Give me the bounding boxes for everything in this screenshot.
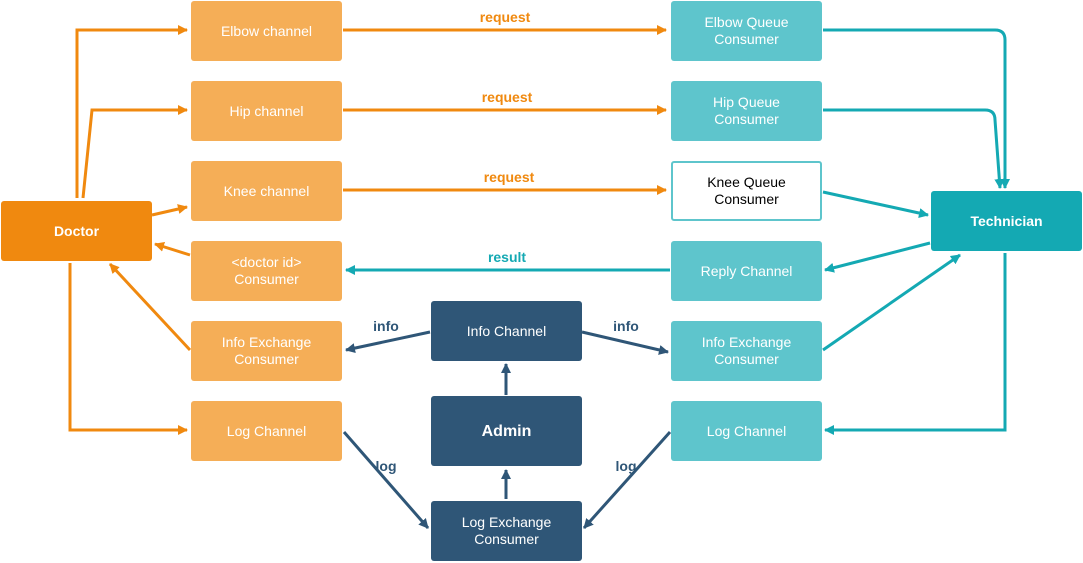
hip-channel-node[interactable]: Hip channel bbox=[191, 81, 342, 141]
arrow-doctor-to-elbow bbox=[75, 25, 188, 198]
elbow-channel-node[interactable]: Elbow channel bbox=[191, 1, 342, 61]
edge-label-request-knee: request bbox=[483, 169, 535, 185]
log-channel-right-node[interactable]: Log Channel bbox=[671, 401, 822, 461]
arrow-info-channel-to-left-consumer bbox=[345, 330, 431, 354]
info-exchange-consumer-left-node[interactable]: Info Exchange Consumer bbox=[191, 321, 342, 381]
edge-label-log-right: log bbox=[615, 458, 637, 474]
arrow-technician-to-reply bbox=[824, 241, 931, 273]
edge-label-info-left: info bbox=[373, 318, 399, 334]
info-exchange-consumer-right-node[interactable]: Info Exchange Consumer bbox=[671, 321, 822, 381]
arrow-consumer-to-doctor bbox=[154, 241, 191, 257]
edge-label-result: result bbox=[487, 249, 527, 265]
arrow-elbow-consumer-to-technician bbox=[823, 28, 1010, 189]
arrow-doctor-to-log bbox=[68, 263, 188, 435]
knee-queue-consumer-node[interactable]: Knee Queue Consumer bbox=[671, 161, 822, 221]
reply-channel-node[interactable]: Reply Channel bbox=[671, 241, 822, 301]
technician-node[interactable]: Technician bbox=[931, 191, 1082, 251]
arrow-knee-consumer-to-technician bbox=[822, 190, 929, 218]
arrow-hip-consumer-to-technician bbox=[823, 108, 1005, 189]
arrow-info-consumer-to-technician bbox=[822, 253, 961, 352]
doctor-id-consumer-node[interactable]: <doctor id> Consumer bbox=[191, 241, 342, 301]
arrow-doctor-to-knee bbox=[151, 204, 188, 217]
doctor-node[interactable]: Doctor bbox=[1, 201, 152, 261]
info-channel-node[interactable]: Info Channel bbox=[431, 301, 582, 361]
edge-label-request-hip: request bbox=[481, 89, 533, 105]
arrow-right-log-to-log-exchange bbox=[582, 430, 672, 530]
arrow-doctor-to-hip bbox=[81, 105, 188, 199]
admin-node[interactable]: Admin bbox=[431, 396, 582, 466]
edge-label-log-left: log bbox=[375, 458, 397, 474]
arrow-info-channel-to-right-consumer bbox=[581, 330, 669, 355]
hip-queue-consumer-node[interactable]: Hip Queue Consumer bbox=[671, 81, 822, 141]
arrow-left-log-to-log-exchange bbox=[342, 431, 430, 529]
arrow-info-consumer-to-doctor bbox=[108, 262, 192, 352]
edge-label-info-right: info bbox=[613, 318, 639, 334]
arrow-technician-to-log bbox=[824, 253, 1007, 435]
edge-label-request-elbow: request bbox=[479, 9, 531, 25]
knee-channel-node[interactable]: Knee channel bbox=[191, 161, 342, 221]
elbow-queue-consumer-node[interactable]: Elbow Queue Consumer bbox=[671, 1, 822, 61]
log-exchange-consumer-node[interactable]: Log Exchange Consumer bbox=[431, 501, 582, 561]
log-channel-left-node[interactable]: Log Channel bbox=[191, 401, 342, 461]
